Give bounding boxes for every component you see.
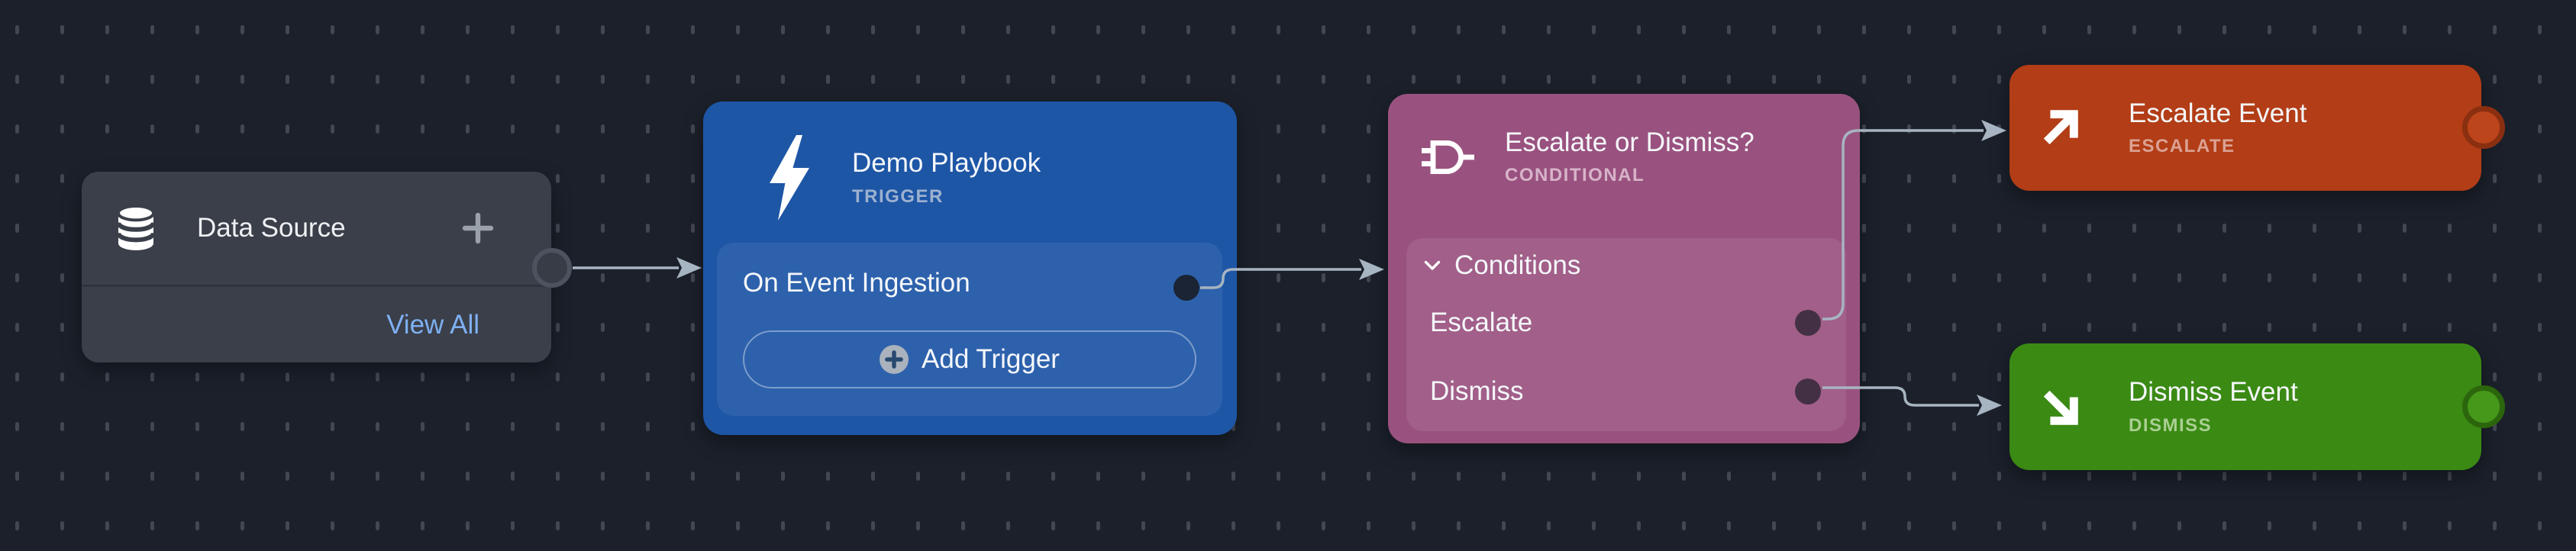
data-source-footer: View All bbox=[82, 287, 551, 362]
branch-label: Escalate bbox=[1430, 308, 1533, 337]
dismiss-branch-output-port[interactable] bbox=[1795, 379, 1821, 404]
node-dismiss-event[interactable]: Dismiss Event DISMISS bbox=[2009, 343, 2505, 470]
arrow-down-right-icon bbox=[2039, 385, 2082, 429]
conditions-label: Conditions bbox=[1454, 250, 1581, 280]
playbook-triggers-panel: On Event Ingestion Add Trigger bbox=[717, 243, 1222, 416]
chevron-down-icon bbox=[1424, 260, 1441, 271]
playbook-titleblock: Demo Playbook TRIGGER bbox=[852, 148, 1041, 207]
view-all-link[interactable]: View All bbox=[386, 309, 479, 340]
on-event-ingestion-output-port[interactable] bbox=[1173, 275, 1199, 301]
node-data-source[interactable]: Data Source View All bbox=[82, 172, 572, 362]
escalate-event-output-port[interactable] bbox=[2462, 106, 2505, 149]
conditional-type-label: CONDITIONAL bbox=[1505, 165, 1645, 186]
escalate-event-title: Escalate Event bbox=[2129, 98, 2307, 128]
divider bbox=[82, 285, 551, 287]
trigger-row-on-event-ingestion[interactable]: On Event Ingestion bbox=[717, 243, 1222, 324]
playbook-type-label: TRIGGER bbox=[852, 185, 944, 207]
conditions-collapse-toggle[interactable]: Conditions bbox=[1406, 243, 1846, 288]
branch-row-dismiss[interactable]: Dismiss bbox=[1406, 357, 1846, 426]
conditional-header: Escalate or Dismiss? CONDITIONAL bbox=[1388, 94, 1860, 186]
conditions-panel: Conditions Escalate Dismiss bbox=[1406, 238, 1846, 431]
logic-gate-icon bbox=[1422, 140, 1477, 175]
dismiss-event-type-label: DISMISS bbox=[2129, 414, 2213, 436]
data-source-title: Data Source bbox=[197, 213, 346, 243]
playbook-title: Demo Playbook bbox=[852, 148, 1041, 179]
database-icon bbox=[115, 205, 157, 252]
add-trigger-label: Add Trigger bbox=[922, 344, 1060, 374]
add-trigger-button[interactable]: Add Trigger bbox=[743, 330, 1196, 388]
dismiss-event-titleblock: Dismiss Event DISMISS bbox=[2129, 377, 2298, 436]
arrow-up-right-icon bbox=[2039, 106, 2082, 150]
add-data-source-button[interactable] bbox=[460, 210, 496, 246]
dismiss-event-title: Dismiss Event bbox=[2129, 377, 2298, 408]
conditional-title: Escalate or Dismiss? bbox=[1505, 127, 1754, 157]
trigger-row-label: On Event Ingestion bbox=[743, 268, 970, 298]
branch-row-escalate[interactable]: Escalate bbox=[1406, 288, 1846, 357]
lightning-bolt-icon bbox=[763, 134, 815, 222]
dismiss-event-output-port[interactable] bbox=[2462, 385, 2505, 428]
plus-circle-icon bbox=[880, 345, 909, 374]
plus-icon bbox=[462, 212, 494, 244]
escalate-event-type-label: ESCALATE bbox=[2129, 136, 2235, 157]
branch-label: Dismiss bbox=[1430, 376, 1524, 406]
escalate-event-titleblock: Escalate Event ESCALATE bbox=[2129, 98, 2306, 157]
data-source-header: Data Source bbox=[82, 172, 551, 285]
node-demo-playbook[interactable]: Demo Playbook TRIGGER On Event Ingestion… bbox=[703, 102, 1237, 435]
data-source-output-port[interactable] bbox=[532, 248, 572, 288]
playbook-header: Demo Playbook TRIGGER bbox=[703, 102, 1237, 222]
node-escalate-event[interactable]: Escalate Event ESCALATE bbox=[2009, 65, 2505, 191]
escalate-branch-output-port[interactable] bbox=[1795, 310, 1821, 336]
conditional-titleblock: Escalate or Dismiss? CONDITIONAL bbox=[1505, 127, 1754, 186]
node-escalate-or-dismiss[interactable]: Escalate or Dismiss? CONDITIONAL Conditi… bbox=[1388, 94, 1860, 443]
